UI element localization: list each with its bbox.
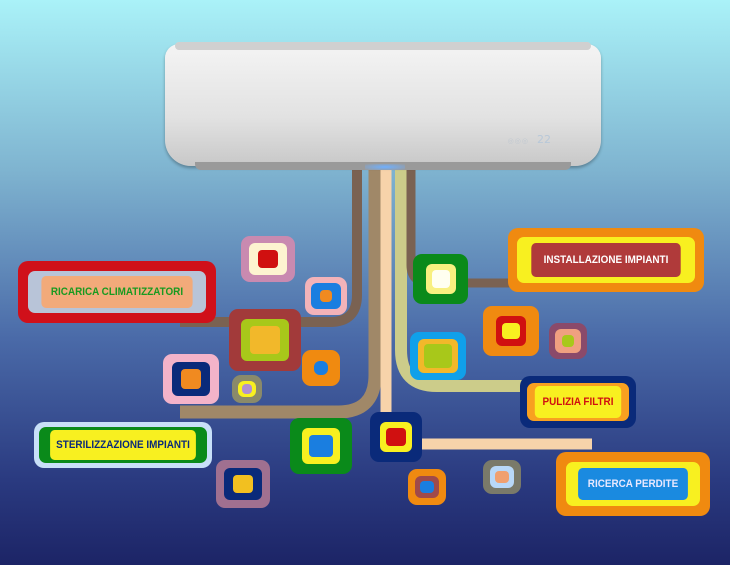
deco-square [241,236,295,282]
deco-square [216,460,270,508]
deco-square [483,306,539,356]
deco-square [483,460,521,494]
service-pulizia-filtri[interactable]: PULIZIA FILTRI [520,376,636,428]
ricerca-label: RICERCA PERDITE [578,468,688,500]
deco-square [413,254,468,304]
deco-square [305,277,347,315]
ricarica-label: RICARICA CLIMATIZZATORI [41,276,193,308]
pulizia-label: PULIZIA FILTRI [534,386,622,418]
deco-square [232,375,262,403]
mode-icons: ◎◎◎ [507,137,529,145]
deco-square [163,354,219,404]
deco-square [290,418,352,474]
air-conditioner-unit: ◎◎◎ 22 [165,42,601,170]
temperature-display: 22 [537,133,551,146]
pipe-brown-left [180,160,362,327]
pipe-tan-left [180,160,382,419]
pipe-olive [395,160,522,392]
deco-square [302,350,340,386]
deco-square [408,469,446,505]
installazione-label: INSTALLAZIONE IMPIANTI [531,243,681,277]
deco-square [229,309,301,371]
service-ricerca-perdite[interactable]: RICERCA PERDITE [556,452,710,516]
sterilizzazione-label: STERILIZZAZIONE IMPIANTI [50,430,196,460]
service-installazione-impianti[interactable]: INSTALLAZIONE IMPIANTI [508,228,704,292]
deco-square [549,323,587,359]
deco-square [370,412,422,462]
deco-square [410,332,466,380]
service-ricarica-climatizzatori[interactable]: RICARICA CLIMATIZZATORI [18,261,216,323]
led-light [365,164,405,170]
service-sterilizzazione-impianti[interactable]: STERILIZZAZIONE IMPIANTI [34,422,212,468]
